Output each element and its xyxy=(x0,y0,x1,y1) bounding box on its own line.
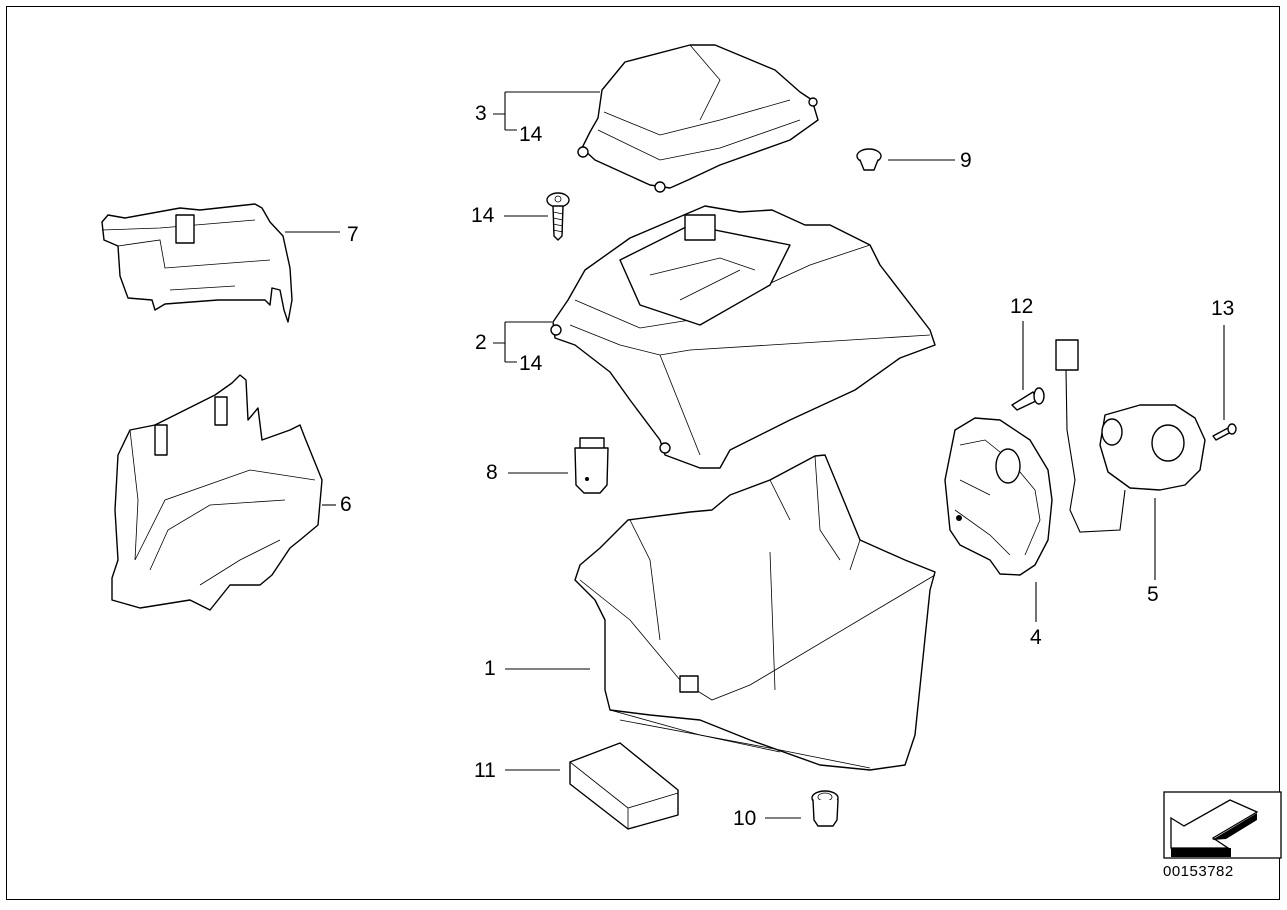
callout-10[interactable]: 10 xyxy=(733,807,757,830)
arrow-back-icon[interactable] xyxy=(1163,791,1282,859)
part-4-round-bracket[interactable] xyxy=(944,417,1053,576)
callout-7[interactable]: 7 xyxy=(347,223,359,246)
callout-3-14[interactable]: 14 xyxy=(519,123,543,146)
part-3-cover[interactable] xyxy=(577,44,819,193)
part-5-fan-blower[interactable] xyxy=(1055,339,1206,533)
diagram-frame xyxy=(6,6,1280,900)
part-2-upper-housing[interactable] xyxy=(550,205,936,469)
part-11-foam-block[interactable] xyxy=(569,742,679,830)
leader-3-bracket xyxy=(493,91,600,131)
part-1-lower-housing[interactable] xyxy=(574,454,936,771)
callout-2-14[interactable]: 14 xyxy=(519,352,543,375)
part-8-clip[interactable] xyxy=(574,437,609,494)
callout-3[interactable]: 3 xyxy=(475,102,487,125)
callout-5[interactable]: 5 xyxy=(1147,583,1159,606)
callout-2[interactable]: 2 xyxy=(475,331,487,354)
part-6-holder-tray[interactable] xyxy=(111,374,323,611)
part-12-screw[interactable] xyxy=(1011,387,1045,411)
callout-4[interactable]: 4 xyxy=(1030,626,1042,649)
callout-9[interactable]: 9 xyxy=(960,149,972,172)
callout-13[interactable]: 13 xyxy=(1211,297,1235,320)
callout-14[interactable]: 14 xyxy=(471,204,495,227)
callout-12[interactable]: 12 xyxy=(1010,295,1034,318)
callout-8[interactable]: 8 xyxy=(486,461,498,484)
part-13-screw[interactable] xyxy=(1212,423,1237,441)
leader-2-bracket xyxy=(493,321,552,363)
part-10-rubber-grommet[interactable] xyxy=(811,790,839,827)
part-7-cover-plate[interactable] xyxy=(101,203,293,323)
part-9-grommet-plug[interactable] xyxy=(856,148,882,171)
callout-11[interactable]: 11 xyxy=(474,759,496,782)
callout-1[interactable]: 1 xyxy=(484,657,496,680)
callout-6[interactable]: 6 xyxy=(340,493,352,516)
part-14-screw[interactable] xyxy=(546,192,570,241)
document-id: 00153782 xyxy=(1163,863,1234,880)
